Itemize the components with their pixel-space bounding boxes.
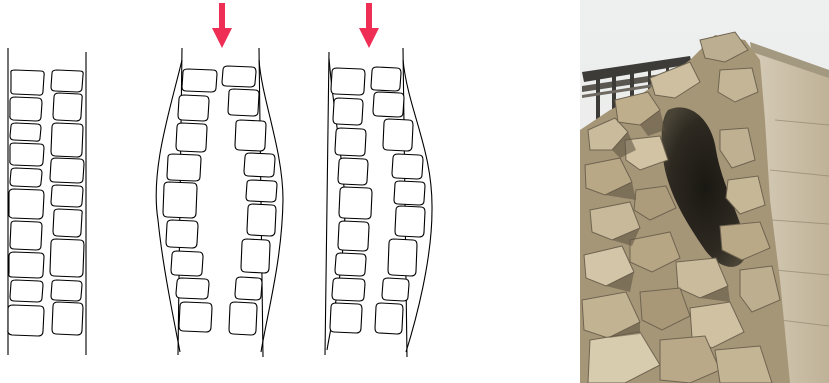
stone xyxy=(50,158,84,183)
stone xyxy=(52,302,83,335)
stone xyxy=(10,221,42,250)
stone xyxy=(9,252,44,278)
stone xyxy=(382,278,409,301)
stone xyxy=(179,302,212,332)
stone xyxy=(244,153,275,177)
wall-right-face xyxy=(259,48,263,357)
stone xyxy=(333,98,363,125)
stone xyxy=(11,70,44,95)
stone xyxy=(176,278,209,299)
stone xyxy=(51,70,83,92)
stone xyxy=(228,89,259,116)
stone xyxy=(163,182,197,218)
stone xyxy=(229,302,257,335)
stone xyxy=(176,123,207,152)
stone xyxy=(166,220,198,248)
stone xyxy=(53,93,82,121)
stone xyxy=(338,221,369,251)
stone xyxy=(339,187,372,219)
stone xyxy=(9,189,44,219)
stone xyxy=(375,303,403,334)
stone xyxy=(395,206,425,237)
load-arrow xyxy=(359,3,379,48)
stone xyxy=(247,204,276,236)
stone xyxy=(51,280,82,301)
stone xyxy=(182,69,217,92)
stone-column xyxy=(371,67,425,334)
stone xyxy=(171,251,203,276)
stone xyxy=(10,97,42,121)
load-arrow xyxy=(212,3,232,48)
intact-wall-diagram xyxy=(8,48,86,355)
wall-left-face xyxy=(325,52,329,355)
stone xyxy=(332,278,365,301)
stone xyxy=(335,128,366,156)
stone xyxy=(178,95,209,121)
stone xyxy=(222,66,256,87)
stone-column xyxy=(330,68,372,333)
stone xyxy=(50,239,84,277)
stone-column xyxy=(8,70,44,336)
stone xyxy=(246,180,277,202)
collapsed-wall-photo xyxy=(580,0,829,383)
stone xyxy=(10,143,44,166)
stone xyxy=(383,119,413,151)
stone xyxy=(10,123,41,141)
stone xyxy=(10,168,42,187)
stone xyxy=(10,280,43,302)
stone xyxy=(51,123,83,157)
stone xyxy=(235,277,262,300)
stone xyxy=(371,67,401,91)
stone-column xyxy=(50,70,84,335)
stone xyxy=(167,154,201,181)
stone xyxy=(338,158,368,185)
stone xyxy=(331,68,365,95)
stone-column xyxy=(163,69,217,332)
stone xyxy=(8,305,44,336)
stone xyxy=(392,154,423,179)
stone xyxy=(235,120,266,151)
asymmetric-bulge-diagram xyxy=(325,3,432,357)
stone xyxy=(388,239,417,276)
stone xyxy=(335,253,366,276)
stone xyxy=(394,181,425,205)
stone xyxy=(51,185,83,207)
stone-column xyxy=(222,66,277,335)
stone xyxy=(53,209,82,237)
stone xyxy=(330,303,362,333)
symmetric-bulge-diagram xyxy=(156,3,283,357)
stone xyxy=(373,92,404,117)
stone xyxy=(241,239,270,273)
